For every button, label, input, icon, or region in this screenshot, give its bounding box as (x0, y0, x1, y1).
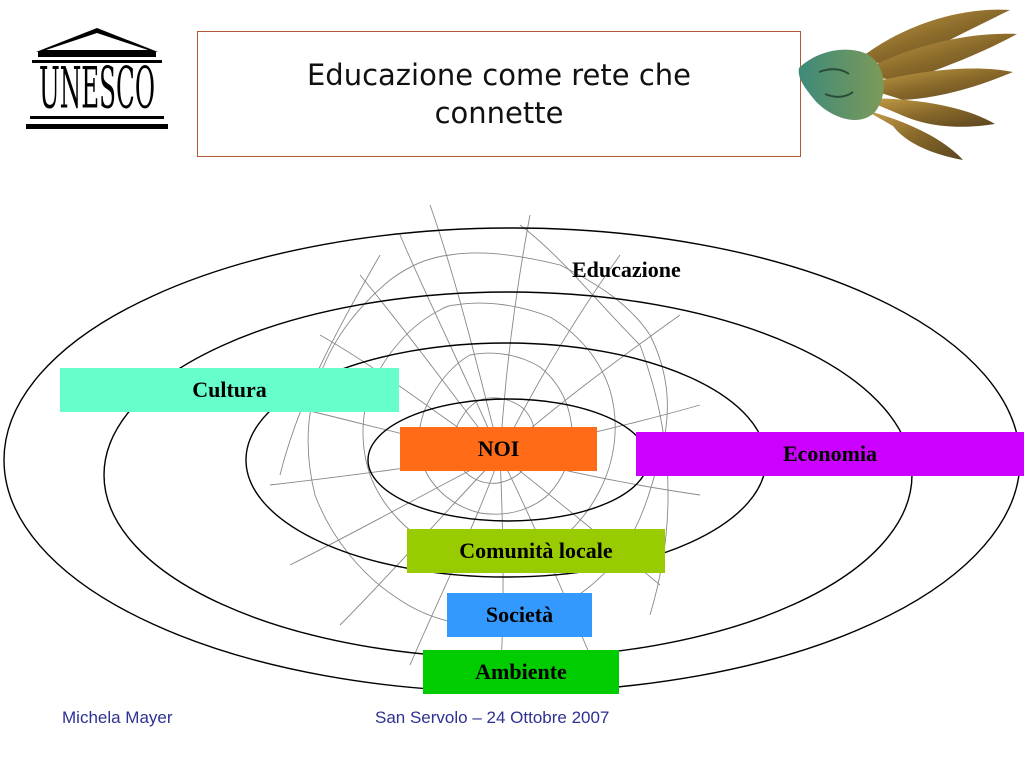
title-box: Educazione come rete che connette (197, 31, 801, 157)
ambiente-label: Ambiente (423, 650, 619, 694)
economia-label: Economia (636, 432, 1024, 476)
cultura-label: Cultura (60, 368, 399, 412)
bronze-mask-art (798, 9, 1017, 160)
footer-event: San Servolo – 24 Ottobre 2007 (375, 708, 610, 727)
slide-title: Educazione come rete che connette (306, 58, 691, 130)
noi-label: NOI (400, 427, 597, 471)
temple-icon (26, 28, 168, 129)
societa-label: Società (447, 593, 592, 637)
unesco-logo-text: UNESCO (39, 56, 155, 122)
comunita-locale-label: Comunità locale (407, 529, 665, 573)
education-network-diagram: Educazione Cultura NOI Economia Comunità… (0, 195, 1024, 705)
footer-author: Michela Mayer (62, 708, 173, 727)
unesco-logo: UNESCO (26, 28, 168, 129)
educazione-caption: Educazione (572, 257, 681, 282)
